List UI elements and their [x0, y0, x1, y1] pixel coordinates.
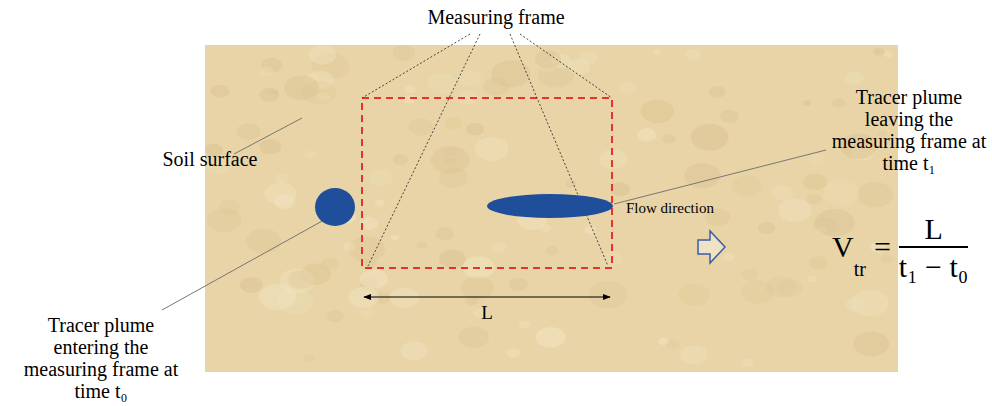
formula-operator: = — [874, 230, 891, 264]
flow-label: Flow direction — [626, 200, 714, 217]
measuring-frame — [362, 98, 612, 268]
tracer-plume — [487, 194, 613, 218]
soil-texture — [205, 45, 893, 367]
flow-arrow — [698, 231, 725, 263]
tracer-plume — [315, 188, 355, 226]
leader-lines — [362, 34, 612, 266]
formula-denominator: t₁ − t₀ — [899, 250, 969, 283]
frame-label: Measuring frame — [396, 6, 596, 28]
formula-symbol: V — [832, 230, 854, 264]
plume-label: Tracer plume leaving the measuring frame… — [830, 86, 988, 174]
dimension-arrow — [364, 297, 610, 298]
soil-surface — [205, 45, 898, 372]
fraction-bar — [899, 246, 969, 248]
dimension-label: L — [472, 303, 502, 324]
plume-label: Tracer plume entering the measuring fram… — [20, 314, 182, 402]
formula-numerator: L — [924, 212, 942, 245]
soil-label: Soil surface — [160, 148, 260, 170]
callout-lines — [162, 118, 826, 310]
fraction: L t₁ − t₀ — [899, 212, 969, 283]
formula: Vtr = L t₁ − t₀ — [832, 212, 968, 283]
formula-subscript: tr — [854, 258, 866, 281]
